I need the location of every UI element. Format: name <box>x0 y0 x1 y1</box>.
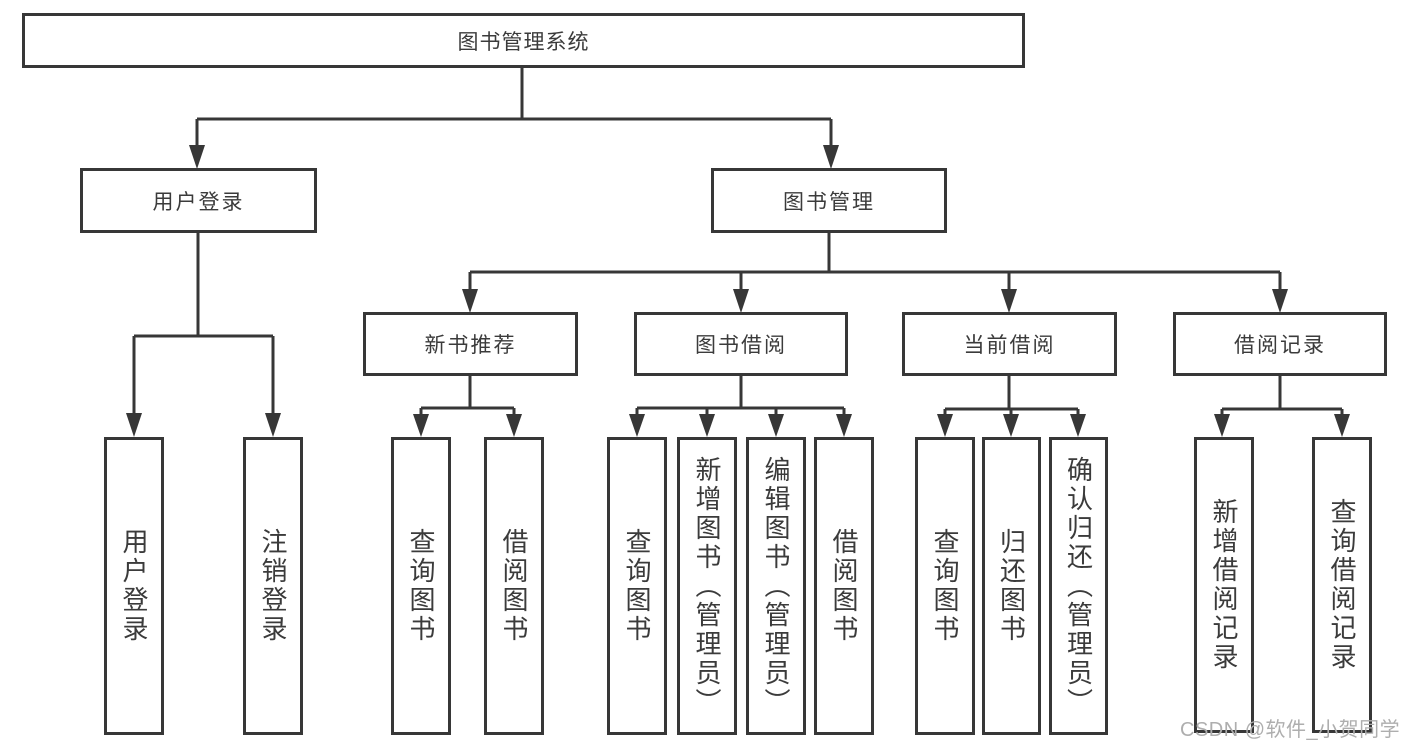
leaf-user-login: 用户登录 <box>104 437 164 735</box>
node-borrow-record: 借阅记录 <box>1173 312 1387 376</box>
node-user-login-label: 用户登录 <box>152 190 245 214</box>
leaf-query-borrow-record-label: 查询借阅记录 <box>1327 498 1357 672</box>
connector-new-book-rec-to-leaves <box>413 376 522 437</box>
leaf-query-books-recommend: 查询图书 <box>391 437 451 735</box>
connector-book-management-to-level3 <box>462 233 1288 313</box>
connector-root-to-level2 <box>189 68 839 169</box>
leaf-query-borrow-record: 查询借阅记录 <box>1312 437 1372 733</box>
connector-current-borrow-to-leaves <box>937 376 1086 437</box>
leaf-confirm-return-admin: 确认归还（管理员） <box>1049 437 1108 735</box>
leaf-user-login-label: 用户登录 <box>119 528 149 644</box>
node-book-management: 图书管理 <box>711 168 947 233</box>
node-new-book-recommend: 新书推荐 <box>363 312 578 376</box>
node-book-borrow: 图书借阅 <box>634 312 848 376</box>
leaf-borrow-books-recommend-label: 借阅图书 <box>499 528 529 644</box>
leaf-query-books-current: 查询图书 <box>915 437 975 735</box>
leaf-add-borrow-record-label: 新增借阅记录 <box>1209 498 1239 672</box>
connector-borrow-record-to-leaves <box>1214 376 1350 437</box>
leaf-query-books-current-label: 查询图书 <box>930 528 960 644</box>
leaf-return-books-label: 归还图书 <box>996 528 1027 644</box>
leaf-logout: 注销登录 <box>243 437 303 735</box>
leaf-edit-books-admin-label: 编辑图书（管理员） <box>761 455 791 717</box>
node-book-management-label: 图书管理 <box>783 190 875 214</box>
node-user-login: 用户登录 <box>80 168 317 233</box>
leaf-return-books: 归还图书 <box>982 437 1041 735</box>
leaf-logout-label: 注销登录 <box>258 528 288 644</box>
leaf-add-books-admin: 新增图书（管理员） <box>677 437 737 735</box>
leaf-borrow-books: 借阅图书 <box>814 437 874 735</box>
connector-book-borrow-to-leaves <box>629 376 852 437</box>
leaf-query-books-recommend-label: 查询图书 <box>406 528 436 644</box>
leaf-confirm-return-admin-label: 确认归还（管理员） <box>1063 455 1094 717</box>
node-book-borrow-label: 图书借阅 <box>695 334 787 357</box>
node-current-borrow: 当前借阅 <box>902 312 1117 376</box>
leaf-query-books-borrow: 查询图书 <box>607 437 667 735</box>
node-new-book-recommend-label: 新书推荐 <box>424 334 517 357</box>
node-root-label: 图书管理系统 <box>457 30 590 54</box>
node-borrow-record-label: 借阅记录 <box>1234 334 1326 357</box>
csdn-watermark: CSDN @软件_小贺同学 <box>1180 719 1401 741</box>
leaf-edit-books-admin: 编辑图书（管理员） <box>746 437 806 735</box>
leaf-add-borrow-record: 新增借阅记录 <box>1194 437 1254 733</box>
node-current-borrow-label: 当前借阅 <box>963 334 1056 357</box>
node-root-library-system: 图书管理系统 <box>22 13 1025 68</box>
connector-user-login-to-leaves <box>126 233 281 437</box>
leaf-query-books-borrow-label: 查询图书 <box>622 528 652 644</box>
leaf-add-books-admin-label: 新增图书（管理员） <box>692 455 722 717</box>
leaf-borrow-books-label: 借阅图书 <box>829 528 859 644</box>
leaf-borrow-books-recommend: 借阅图书 <box>484 437 544 735</box>
